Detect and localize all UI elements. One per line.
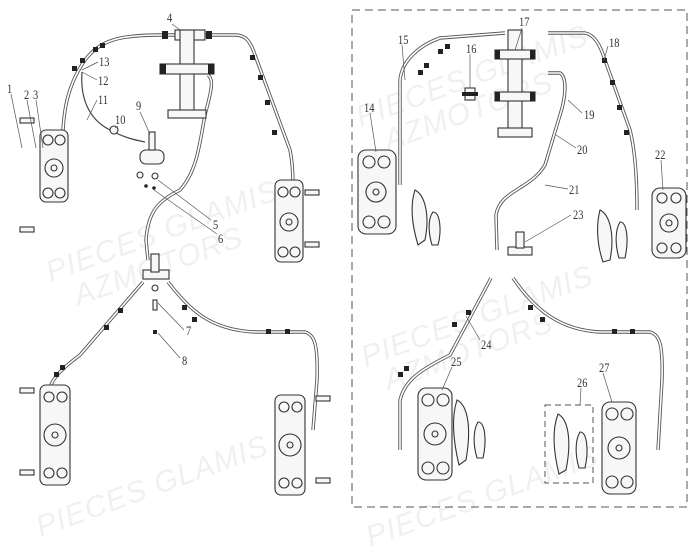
pad-26b [575,431,588,469]
washer-5 [151,172,159,180]
caliper-left-top [19,117,69,233]
manifold-17 [494,29,536,138]
washer-10 [109,125,119,135]
diagram-artwork [10,9,688,508]
callout-9: 9 [136,98,142,113]
pad-14b [428,211,441,246]
tee-fitting [142,253,170,334]
callout-4: 4 [167,10,173,25]
callout-2: 2 [24,87,30,102]
callout-12: 12 [98,73,109,88]
callout-11: 11 [98,92,109,107]
leader-lines [10,23,664,406]
callout-7: 7 [186,323,192,338]
callout-18: 18 [609,35,620,50]
caliper-25 [417,387,453,481]
callout-15: 15 [398,32,409,47]
kit-box-26 [544,404,594,484]
tee-23 [507,231,533,256]
callout-13: 13 [99,54,110,69]
manifold-4 [159,29,215,119]
callout-1: 1 [7,81,13,96]
callout-21: 21 [569,182,580,197]
callout-26: 26 [577,375,588,390]
caliper-14 [357,149,397,235]
caliper-27 [601,401,637,495]
callout-23: 23 [573,207,584,222]
pad-25a [452,399,470,466]
callout-8: 8 [182,353,188,368]
pad-22a [597,209,613,263]
callout-19: 19 [584,107,595,122]
callout-24: 24 [481,337,492,352]
switch-9 [139,131,165,165]
callout-17: 17 [519,14,530,29]
parts-diagram: PIECES GLAMIS AZMOTORS PIECES GLAMIS PIE… [7,9,688,554]
right-hoses [398,31,664,451]
left-hoses [46,33,319,431]
caliper-22 [651,187,687,259]
callout-10: 10 [115,112,126,127]
callout-20: 20 [577,142,588,157]
callout-16: 16 [466,41,477,56]
pad-14a [411,189,428,246]
clip-16 [462,87,478,101]
pad-22b [615,221,628,259]
caliper-right-bottom [274,394,331,496]
callout-3: 3 [33,87,39,102]
pad-25b [473,421,486,459]
caliper-left-bottom [19,384,71,486]
callout-27: 27 [599,360,610,375]
callout-6: 6 [218,231,224,246]
callout-5: 5 [213,217,219,232]
caliper-right-top [274,179,320,263]
callout-25: 25 [451,354,462,369]
callout-22: 22 [655,147,666,162]
pad-26a [553,413,570,475]
callout-14: 14 [364,100,375,115]
